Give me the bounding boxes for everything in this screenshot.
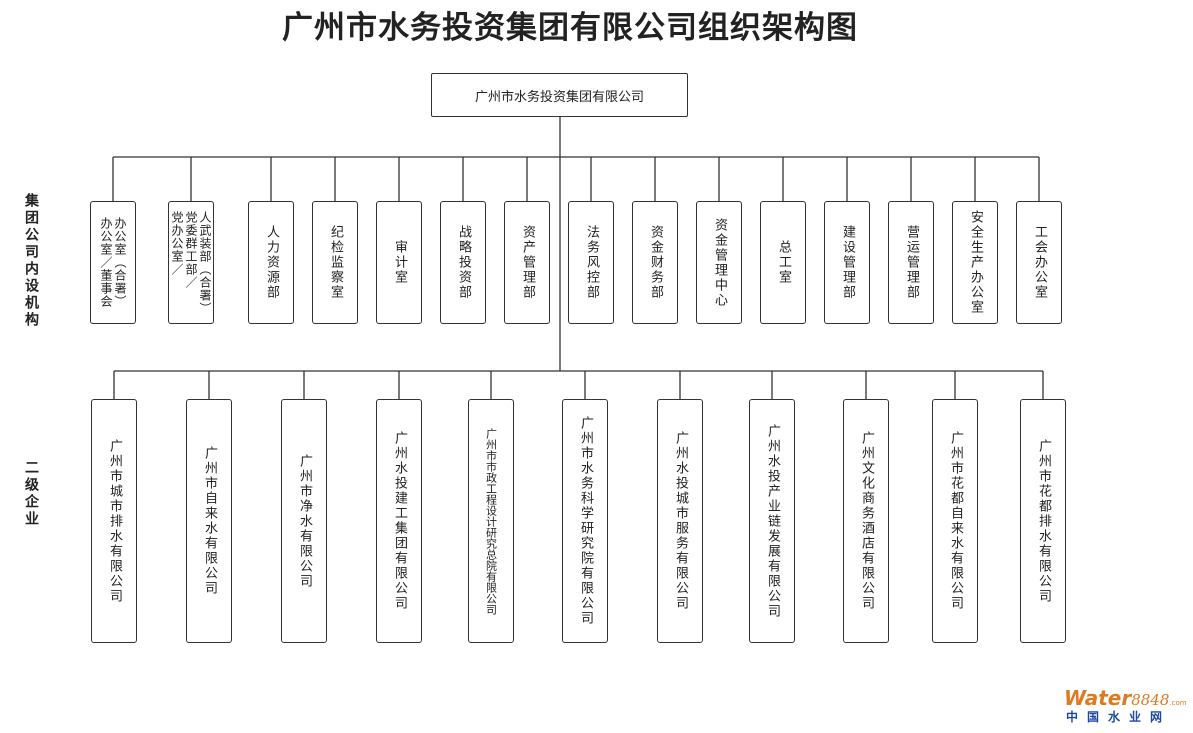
department-box[interactable]: 资金财务部 xyxy=(632,201,678,324)
department-label: 人武装部（合署） 党委群工部／ 党办公室／ xyxy=(170,210,212,315)
subsidiary-label: 广州市水务科学研究院有限公司 xyxy=(578,416,593,626)
department-box[interactable]: 资金管理中心 xyxy=(696,201,742,324)
department-box[interactable]: 工会办公室 xyxy=(1016,201,1062,324)
department-label: 法务风控部 xyxy=(584,225,599,300)
subsidiary-box[interactable]: 广州市花都自来水有限公司 xyxy=(932,399,978,643)
watermark-logo: Water8848.com 中国水业网 xyxy=(1064,686,1187,725)
department-box[interactable]: 战略投资部 xyxy=(440,201,486,324)
subsidiary-box[interactable]: 广州文化商务酒店有限公司 xyxy=(843,399,889,643)
watermark-chinese: 中国水业网 xyxy=(1066,710,1172,724)
department-label: 建设管理部 xyxy=(840,225,855,300)
department-label: 营运管理部 xyxy=(904,225,919,300)
root-company-label: 广州市水务投资集团有限公司 xyxy=(474,89,644,105)
subsidiary-label: 广州水投产业链发展有限公司 xyxy=(765,423,780,619)
subsidiary-box[interactable]: 广州市自来水有限公司 xyxy=(186,399,232,643)
subsidiary-label: 广州文化商务酒店有限公司 xyxy=(859,431,874,611)
subsidiary-label: 广州市花都排水有限公司 xyxy=(1036,438,1051,604)
department-box[interactable]: 总工室 xyxy=(760,201,806,324)
subsidiaries-section-label: 二级企业 xyxy=(23,460,39,528)
department-label: 资金管理中心 xyxy=(712,217,727,308)
subsidiary-label: 广州市自来水有限公司 xyxy=(202,446,217,596)
department-box[interactable]: 纪检监察室 xyxy=(312,201,358,324)
department-box[interactable]: 营运管理部 xyxy=(888,201,934,324)
subsidiary-label: 广州市市政工程设计研究总院有限公司 xyxy=(484,427,498,615)
department-box[interactable]: 法务风控部 xyxy=(568,201,614,324)
subsidiary-label: 广州市花都自来水有限公司 xyxy=(948,431,963,611)
department-label: 工会办公室 xyxy=(1032,225,1047,300)
departments-section-label: 集团公司内设机构 xyxy=(23,193,39,329)
subsidiary-box[interactable]: 广州水投建工集团有限公司 xyxy=(376,399,422,643)
subsidiary-label: 广州市城市排水有限公司 xyxy=(107,438,122,604)
watermark-suffix: .com xyxy=(1169,699,1187,707)
watermark-number: 8848 xyxy=(1131,691,1170,709)
subsidiary-box[interactable]: 广州水投产业链发展有限公司 xyxy=(749,399,795,643)
subsidiary-box[interactable]: 广州市城市排水有限公司 xyxy=(91,399,137,643)
department-label: 审计室 xyxy=(392,240,407,285)
subsidiary-label: 广州水投建工集团有限公司 xyxy=(392,431,407,611)
subsidiary-box[interactable]: 广州市花都排水有限公司 xyxy=(1020,399,1066,643)
department-label: 人力资源部 xyxy=(264,225,279,300)
department-label: 纪检监察室 xyxy=(328,225,343,300)
subsidiary-label: 广州市净水有限公司 xyxy=(297,453,312,589)
department-box[interactable]: 审计室 xyxy=(376,201,422,324)
department-box[interactable]: 安全生产办公室 xyxy=(952,201,998,324)
subsidiary-box[interactable]: 广州水投城市服务有限公司 xyxy=(657,399,703,643)
department-label: 战略投资部 xyxy=(456,225,471,300)
department-label: 资金财务部 xyxy=(648,225,663,300)
subsidiary-box[interactable]: 广州市市政工程设计研究总院有限公司 xyxy=(468,399,514,643)
department-label: 资产管理部 xyxy=(520,225,535,300)
department-box[interactable]: 办公室（合署） 办公室／董事会 xyxy=(90,201,136,324)
subsidiary-box[interactable]: 广州市水务科学研究院有限公司 xyxy=(562,399,608,643)
department-label: 办公室（合署） 办公室／董事会 xyxy=(99,217,127,308)
subsidiary-label: 广州水投城市服务有限公司 xyxy=(673,431,688,611)
department-box[interactable]: 人力资源部 xyxy=(248,201,294,324)
department-box[interactable]: 资产管理部 xyxy=(504,201,550,324)
watermark-brand: Water xyxy=(1064,686,1132,710)
department-label: 总工室 xyxy=(776,240,791,285)
department-box[interactable]: 建设管理部 xyxy=(824,201,870,324)
department-box[interactable]: 人武装部（合署） 党委群工部／ 党办公室／ xyxy=(168,201,214,324)
subsidiary-box[interactable]: 广州市净水有限公司 xyxy=(281,399,327,643)
department-label: 安全生产办公室 xyxy=(968,210,983,315)
page-title: 广州市水务投资集团有限公司组织架构图 xyxy=(282,10,858,46)
root-company-box[interactable]: 广州市水务投资集团有限公司 xyxy=(431,73,688,117)
